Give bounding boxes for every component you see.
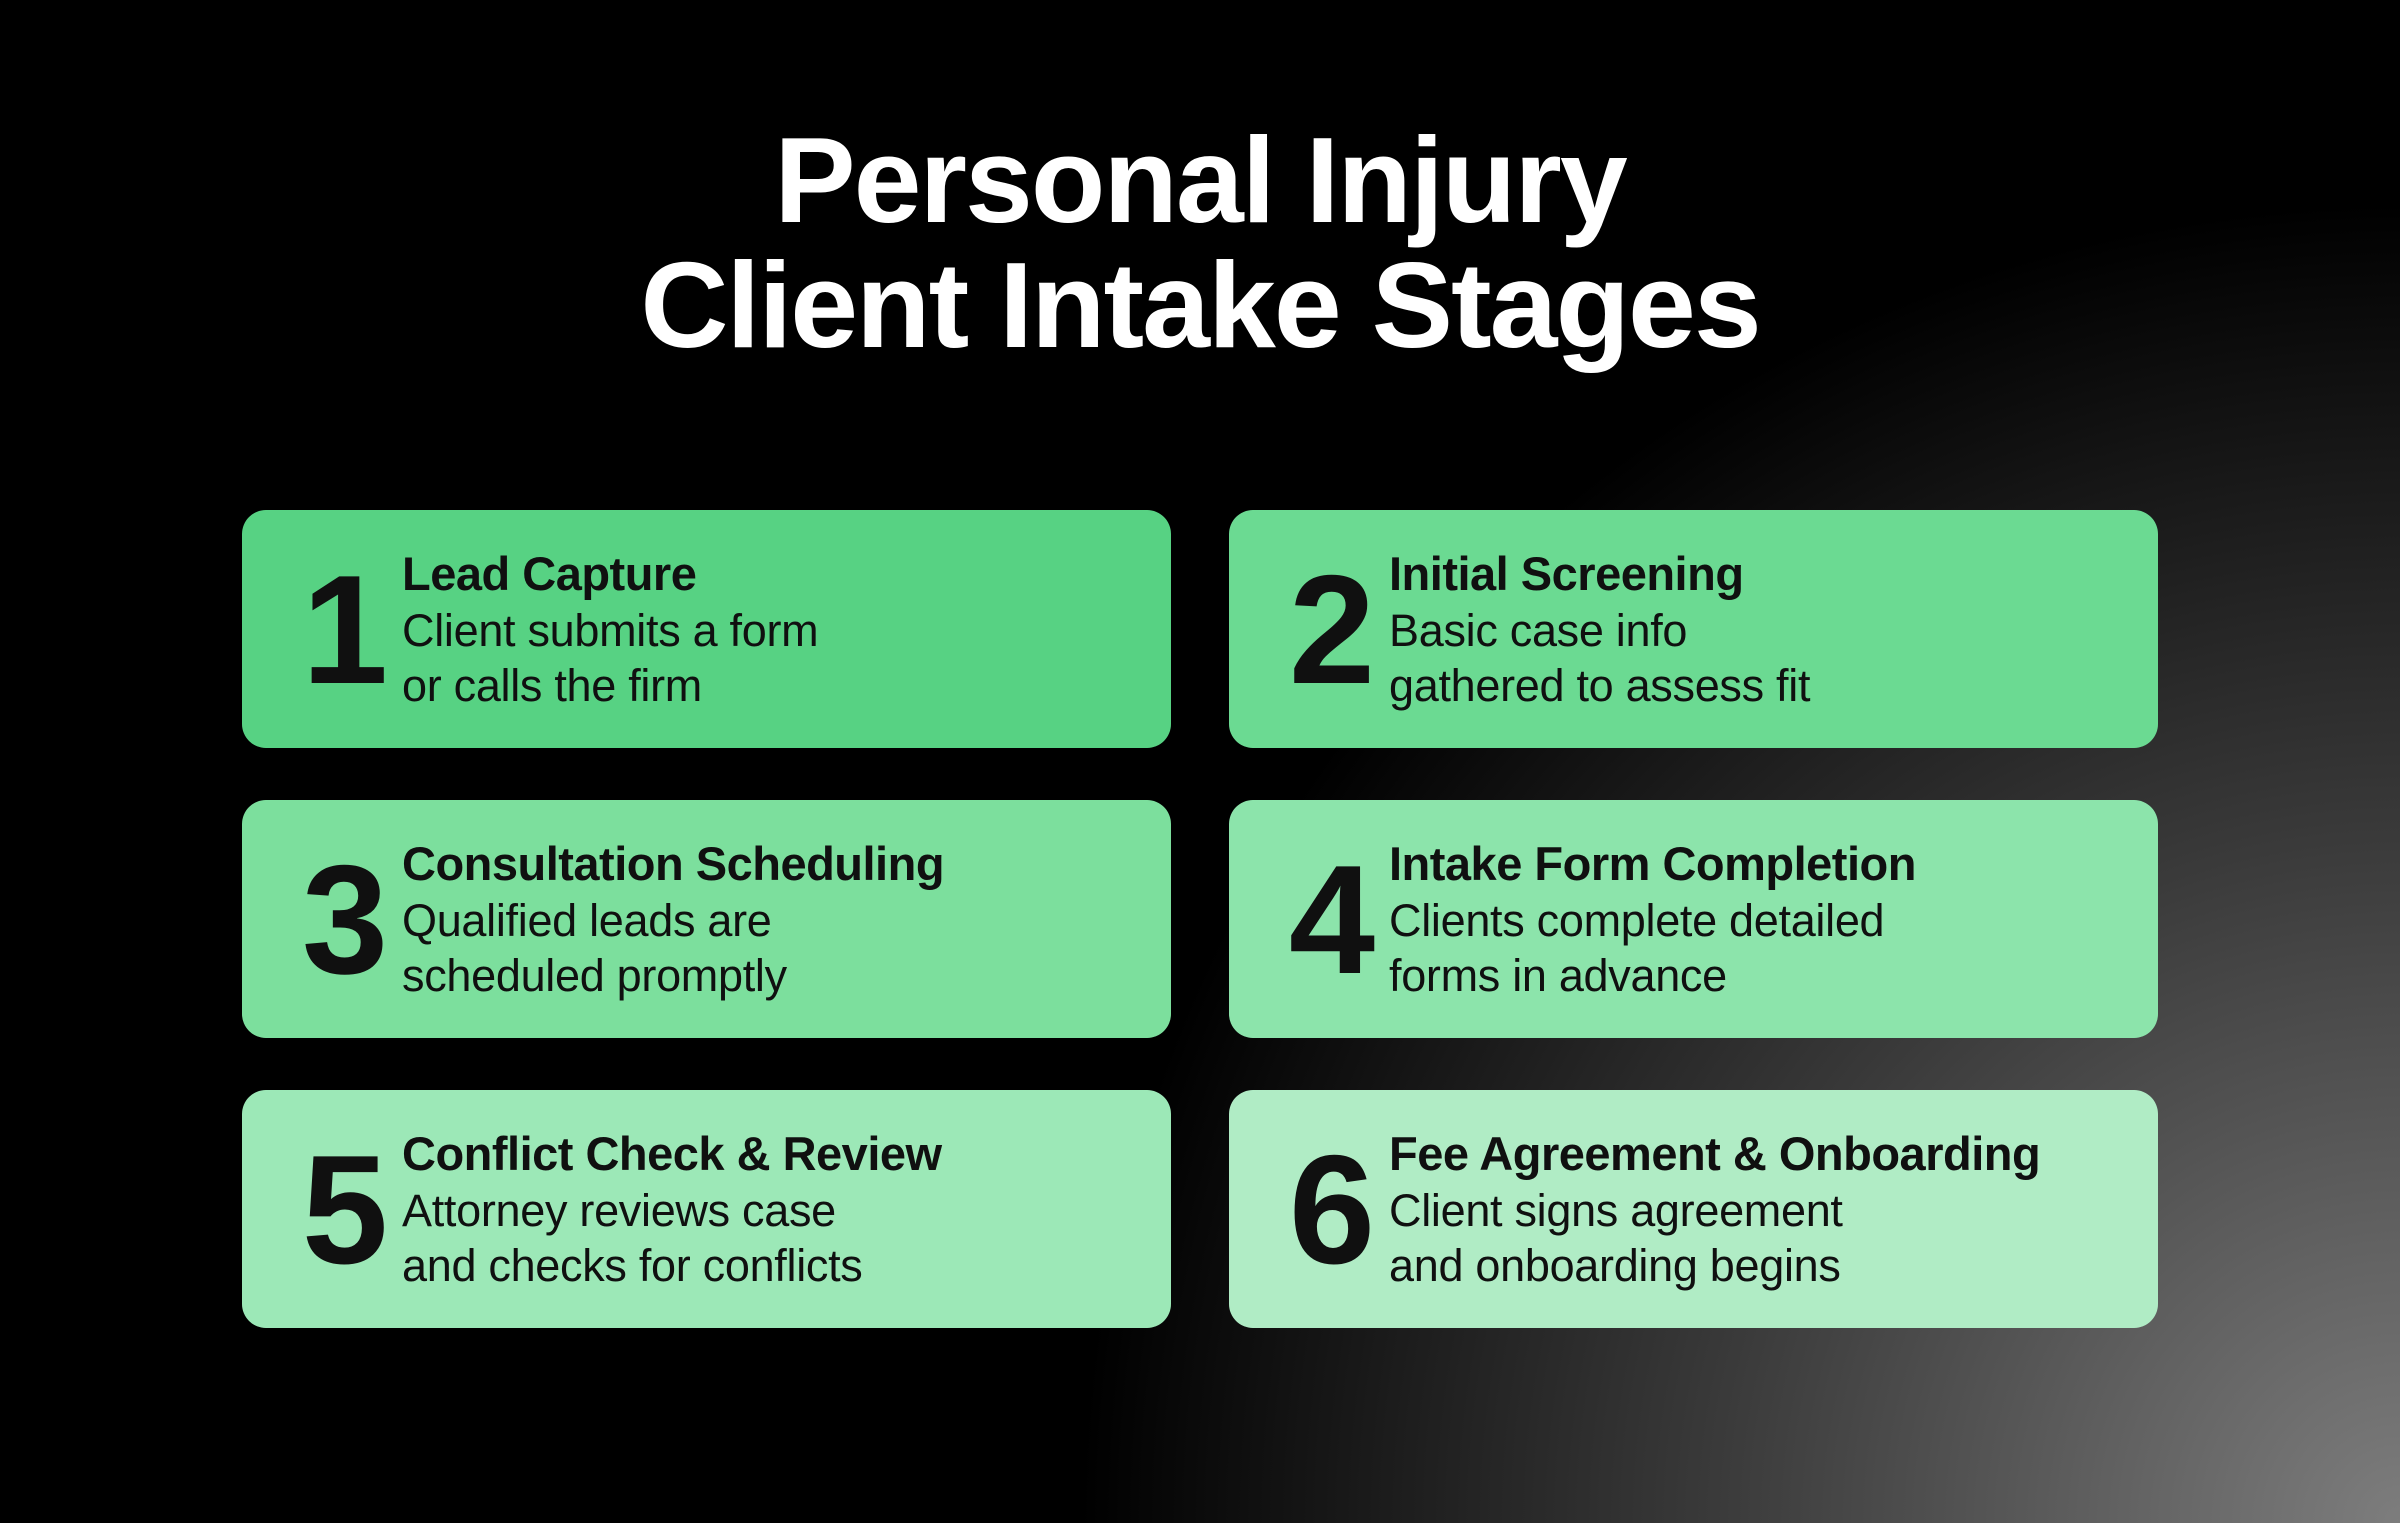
stage-card-3: 3 Consultation Scheduling Qualified lead…	[242, 800, 1171, 1038]
stage-description-line: Clients complete detailed	[1389, 895, 1885, 946]
stage-description-line: forms in advance	[1389, 950, 1727, 1001]
stage-description-line: and checks for conflicts	[402, 1240, 863, 1291]
stage-description-line: Client signs agreement	[1389, 1185, 1843, 1236]
stage-number: 1	[301, 542, 388, 716]
stage-description-line: scheduled promptly	[402, 950, 787, 1001]
stage-description-line: Attorney reviews case	[402, 1185, 836, 1236]
stage-card-6: 6 Fee Agreement & Onboarding Client sign…	[1229, 1090, 2158, 1328]
stage-content: Conflict Check & Review Attorney reviews…	[402, 1125, 962, 1293]
stage-number: 4	[1288, 832, 1375, 1006]
page-title-line-1: Personal Injury	[774, 112, 1627, 248]
page-title-line-2: Client Intake Stages	[640, 237, 1761, 373]
stage-content: Consultation Scheduling Qualified leads …	[402, 835, 964, 1003]
stage-number: 3	[301, 832, 388, 1006]
page-title: Personal Injury Client Intake Stages	[0, 118, 2400, 368]
stage-description-line: Qualified leads are	[402, 895, 772, 946]
stage-card-1: 1 Lead Capture Client submits a form or …	[242, 510, 1171, 748]
stage-title: Conflict Check & Review	[402, 1127, 942, 1180]
stage-description-line: Client submits a form	[402, 605, 819, 656]
stage-description-line: gathered to assess fit	[1389, 660, 1811, 711]
stage-description-line: Basic case info	[1389, 605, 1688, 656]
stage-number: 6	[1288, 1122, 1375, 1296]
stage-description-line: or calls the firm	[402, 660, 702, 711]
stage-content: Lead Capture Client submits a form or ca…	[402, 545, 838, 713]
stage-card-4: 4 Intake Form Completion Clients complet…	[1229, 800, 2158, 1038]
stage-title: Initial Screening	[1389, 547, 1744, 600]
stage-title: Lead Capture	[402, 547, 697, 600]
stage-description-line: and onboarding begins	[1389, 1240, 1841, 1291]
stage-card-5: 5 Conflict Check & Review Attorney revie…	[242, 1090, 1171, 1328]
stage-card-grid: 1 Lead Capture Client submits a form or …	[242, 510, 2158, 1328]
stage-card-2: 2 Initial Screening Basic case info gath…	[1229, 510, 2158, 748]
stage-number: 2	[1288, 542, 1375, 716]
stage-content: Intake Form Completion Clients complete …	[1389, 835, 1936, 1003]
stage-content: Initial Screening Basic case info gather…	[1389, 545, 1830, 713]
stage-title: Fee Agreement & Onboarding	[1389, 1127, 2041, 1180]
stage-title: Consultation Scheduling	[402, 837, 945, 890]
stage-title: Intake Form Completion	[1389, 837, 1916, 890]
stage-content: Fee Agreement & Onboarding Client signs …	[1389, 1125, 2060, 1293]
stage-number: 5	[301, 1122, 388, 1296]
